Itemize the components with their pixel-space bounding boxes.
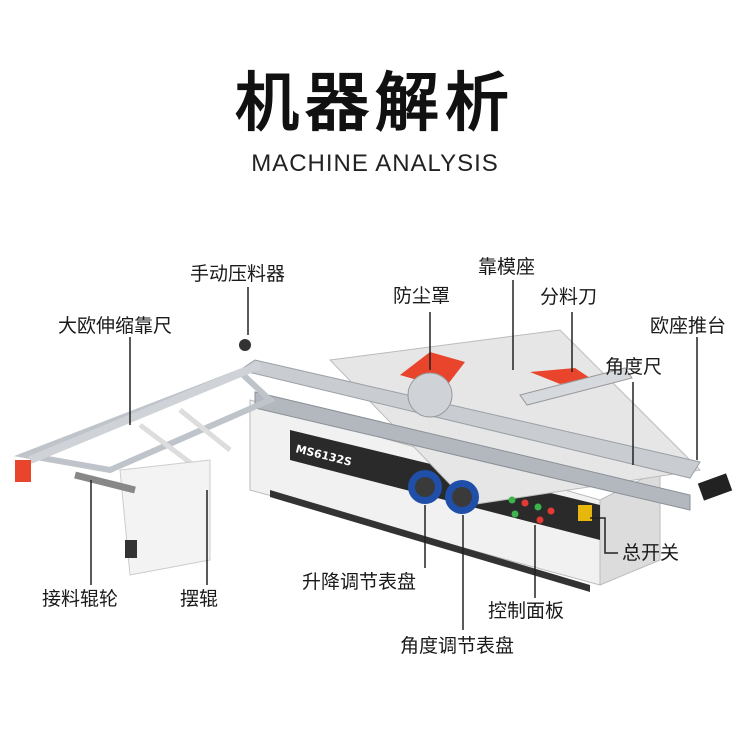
callout-sliding-table: 欧座推台	[650, 315, 727, 337]
rail-end-handle	[697, 473, 733, 501]
callout-angle-dial: 角度调节表盘	[400, 635, 515, 657]
callout-manual-press: 手动压料器	[190, 263, 286, 285]
callout-swing-roller: 摆辊	[180, 588, 219, 610]
main-switch	[578, 505, 592, 521]
callout-fence-seat: 靠模座	[478, 256, 536, 278]
page-title: 机器解析	[235, 67, 515, 141]
riving-knife	[530, 368, 590, 384]
page-subtitle: MACHINE ANALYSIS	[251, 150, 499, 177]
callout-control-panel: 控制面板	[488, 600, 565, 622]
callout-angle-ruler: 角度尺	[605, 356, 663, 378]
callout-riving-knife: 分料刀	[540, 286, 598, 308]
press-knob	[239, 339, 251, 351]
front-panel	[290, 430, 600, 540]
callout-feed-roller: 接料辊轮	[42, 588, 119, 610]
saw-blade	[407, 372, 453, 418]
extension-rail	[28, 361, 262, 464]
sliding-table	[238, 359, 701, 479]
rip-fence	[519, 367, 633, 406]
sliding-rail	[254, 391, 691, 511]
control-panel-buttons	[508, 496, 555, 524]
callout-dust-cover: 防尘罩	[393, 285, 451, 307]
callout-extension-fence: 大欧伸缩靠尺	[58, 315, 173, 337]
cabinet-base	[270, 490, 590, 592]
extension-frame	[13, 368, 276, 474]
callout-lift-dial: 升降调节表盘	[302, 571, 417, 593]
fence-stop	[15, 460, 31, 482]
callout-main-switch: 总开关	[622, 542, 680, 564]
callout-lines	[90, 280, 698, 630]
roller-arm	[74, 471, 136, 494]
